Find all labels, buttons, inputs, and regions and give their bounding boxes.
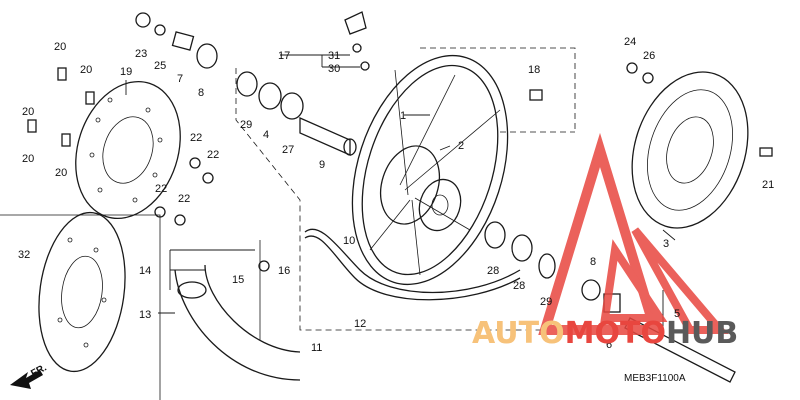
callout-28-a: 28 — [487, 265, 499, 277]
caliper-bracket-parts — [135, 12, 218, 69]
direction-label: FR. — [29, 362, 49, 379]
assembly-frame-left — [235, 68, 545, 331]
inset-frame — [0, 214, 161, 400]
callout-9: 9 — [319, 159, 325, 171]
callout-17: 17 — [278, 50, 290, 62]
callout-14: 14 — [139, 265, 151, 277]
callout-19: 19 — [120, 66, 132, 78]
assembly-frame-top — [420, 47, 576, 130]
leader-lines — [125, 54, 676, 330]
callout-8-right: 8 — [590, 256, 596, 268]
callout-20-c: 20 — [22, 106, 34, 118]
callout-22-c: 22 — [155, 183, 167, 195]
callout-11: 11 — [311, 342, 322, 354]
disc-bolts — [27, 67, 95, 147]
watermark-text: AUTOMOTOHUB — [472, 316, 738, 351]
callout-32: 32 — [18, 249, 30, 261]
watermark-auto: AUTO — [472, 316, 565, 351]
callout-3: 3 — [663, 238, 669, 250]
callout-1: 1 — [400, 110, 406, 122]
callout-20-b: 20 — [80, 64, 92, 76]
callout-10: 10 — [343, 235, 355, 247]
front-direction-arrow — [10, 370, 43, 389]
watermark-hub: HUB — [666, 316, 738, 351]
callout-20-e: 20 — [55, 167, 67, 179]
tire-and-tube — [174, 240, 301, 381]
callout-23: 23 — [135, 48, 147, 60]
callout-4: 4 — [263, 129, 269, 141]
callout-22-a: 22 — [190, 132, 202, 144]
callout-27: 27 — [282, 144, 294, 156]
callout-28-b: 28 — [513, 280, 525, 292]
callout-18: 18 — [528, 64, 540, 76]
callout-22-b: 22 — [207, 149, 219, 161]
callout-20-d: 20 — [22, 153, 34, 165]
callout-15: 15 — [232, 274, 244, 286]
callout-8-top: 8 — [198, 87, 204, 99]
rim-band — [304, 228, 521, 294]
callout-26: 26 — [643, 50, 655, 62]
callout-21: 21 — [762, 179, 774, 191]
sprocket-washer — [642, 72, 654, 84]
rear-brake-disc — [75, 81, 181, 219]
callout-25: 25 — [154, 60, 166, 72]
callout-5: 5 — [674, 308, 680, 320]
hub-bearings-left — [236, 71, 357, 156]
sprocket-nut — [626, 62, 638, 74]
sprocket-bolt — [759, 147, 773, 157]
callout-7: 7 — [177, 73, 183, 85]
hub-bearings-right — [484, 221, 556, 279]
callout-24: 24 — [624, 36, 636, 48]
callout-20-a: 20 — [54, 41, 66, 53]
watermark-moto: MOTO — [565, 316, 666, 351]
callout-31: 31 — [328, 50, 340, 62]
watermark-logo-mark — [538, 132, 729, 335]
disc-nuts — [154, 157, 214, 226]
diagram-code: MEB3F1100A — [624, 373, 686, 384]
rim-band-inner — [304, 235, 521, 301]
callout-22-d: 22 — [178, 193, 190, 205]
driven-sprocket — [631, 71, 749, 229]
callout-29-b: 29 — [540, 296, 552, 308]
spoke-nipple — [529, 89, 543, 101]
callout-12: 12 — [354, 318, 366, 330]
callout-6: 6 — [606, 339, 612, 351]
callout-30: 30 — [328, 63, 340, 75]
rear-wheel — [351, 54, 509, 286]
inset-brake-disc — [38, 211, 126, 373]
callout-2: 2 — [458, 140, 464, 152]
callout-16: 16 — [278, 265, 290, 277]
callout-29-a: 29 — [240, 119, 252, 131]
callout-13: 13 — [139, 309, 151, 321]
callout-labels: 1 2 3 4 5 6 7 8 8 9 10 11 12 13 14 15 16… — [18, 36, 774, 354]
tire-valve — [344, 11, 370, 71]
